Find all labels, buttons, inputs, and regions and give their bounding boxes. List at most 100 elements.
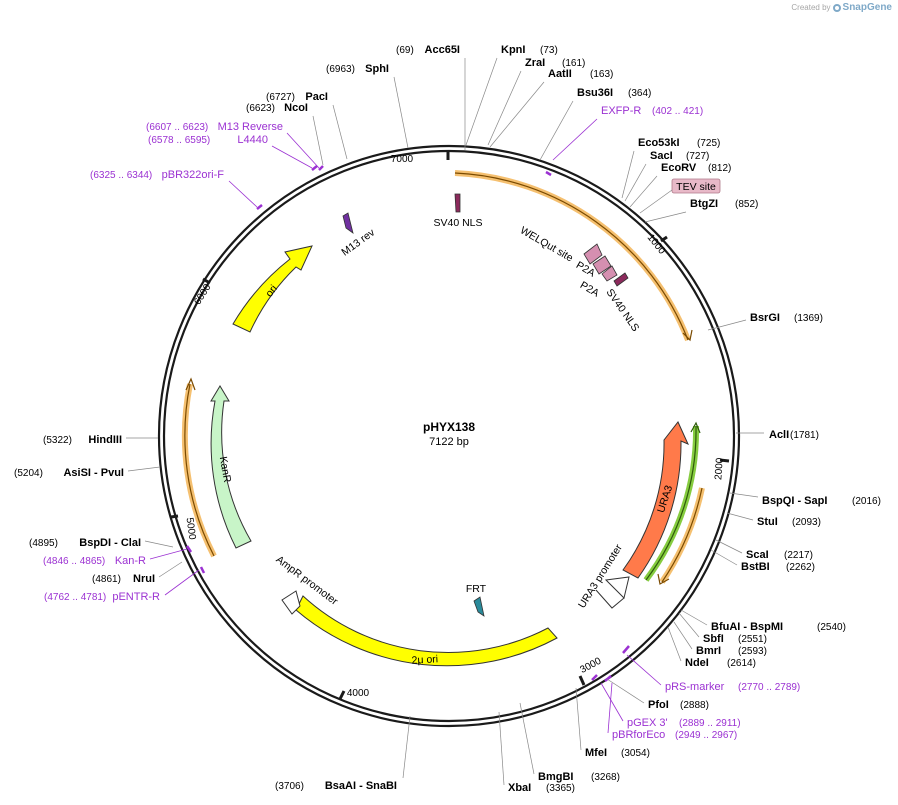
- site-position: (2888): [680, 700, 709, 711]
- primer-leader-line: [228, 180, 258, 208]
- site-name: SphI: [365, 63, 389, 75]
- tick-mark-2000: [719, 458, 730, 463]
- site-leader-line: [519, 702, 535, 775]
- primer-prs-marker: pRS-marker(2770 .. 2789): [626, 654, 800, 693]
- site-name: ZraI: [525, 57, 545, 69]
- primer-pbr322ori-f: pBR322ori-F(6325 .. 6344): [90, 169, 258, 208]
- primer-leader-line: [149, 548, 188, 560]
- site-position: (2217): [784, 550, 813, 561]
- site-ncoi: NcoI(6623): [246, 102, 324, 166]
- site-name: ScaI: [746, 549, 769, 561]
- primer-name: pGEX 3': [627, 717, 668, 729]
- site-zrai: ZraI(161): [487, 57, 585, 146]
- tick-label-4000: 4000: [347, 688, 370, 699]
- orf-arc-top-arrowhead: [682, 329, 693, 342]
- site-position: (69): [396, 45, 414, 56]
- ura3-promoter-feature: [595, 576, 630, 609]
- site-hindiii: HindIII(5322): [43, 434, 158, 446]
- site-position: (73): [540, 45, 558, 56]
- site-name: BmgBI: [538, 771, 573, 783]
- tick-mark-4000: [338, 690, 346, 700]
- welqut-site-label: WELQut site: [518, 224, 575, 264]
- site-sphi: SphI (6963): [326, 63, 409, 149]
- orf-arc-right-arrowhead: [657, 573, 670, 585]
- site-position: (2093): [792, 517, 821, 528]
- snapgene-credit: Created by SnapGene: [791, 2, 892, 13]
- site-position: (2593): [738, 646, 767, 657]
- site-scai: ScaI (2217): [715, 539, 813, 561]
- primer-range: (6325 .. 6344): [90, 170, 152, 181]
- site-stui: StuI(2093): [726, 512, 821, 528]
- site-leader-line: [726, 512, 754, 521]
- p2a-label-2: P2A: [578, 279, 601, 299]
- primer-leader-line: [607, 682, 613, 734]
- ori-feature: [232, 245, 313, 333]
- site-leader-line: [678, 612, 700, 638]
- site-btgzi: BtgZI(852): [644, 198, 758, 223]
- primer-leader-line: [600, 682, 624, 722]
- site-name: BspQI - SapI: [762, 495, 827, 507]
- site-acc65i: Acc65I(69): [396, 44, 466, 150]
- site-leader-line: [393, 76, 409, 149]
- two-micron-ori-feature: [295, 595, 558, 667]
- sv40-nls-top-label: SV40 NLS: [433, 217, 482, 229]
- site-leader-line: [402, 715, 411, 779]
- primer-leader-line: [626, 654, 662, 686]
- site-position: (2262): [786, 562, 815, 573]
- site-leader-line: [487, 70, 522, 146]
- site-leader-line: [332, 104, 348, 160]
- m13-rev-feature: [342, 212, 354, 234]
- site-name: PfoI: [648, 699, 669, 711]
- primer-name: pBRforEco: [612, 729, 665, 741]
- site-name: NruI: [133, 573, 155, 585]
- site-leader-line: [667, 626, 682, 662]
- site-position: (5322): [43, 435, 72, 446]
- site-name: BsrGI: [750, 312, 780, 324]
- m13-rev-label: M13 rev: [339, 226, 377, 258]
- site-leader-line: [158, 561, 183, 578]
- site-leader-line: [680, 609, 708, 626]
- site-name: SbfI: [703, 633, 724, 645]
- site-position: (4861): [92, 574, 121, 585]
- site-leader-line: [539, 100, 574, 161]
- site-position: (6623): [246, 103, 275, 114]
- site-position: (1781): [790, 430, 819, 441]
- site-leader-line: [673, 621, 693, 650]
- primer-marks: [185, 165, 630, 682]
- site-name: BstBI: [741, 561, 770, 573]
- orf-arc-left-arrowhead: [185, 377, 196, 391]
- site-leader-line: [710, 549, 738, 566]
- site-name: AsiSI - PvuI: [63, 467, 124, 479]
- primer-leader-line: [271, 145, 313, 169]
- site-ecorv: EcoRV(812): [629, 162, 731, 208]
- primer-leader-line: [164, 569, 200, 596]
- backbone-outer: [157, 144, 741, 728]
- site-position: (163): [590, 69, 613, 80]
- site-asisi-pvui: AsiSI - PvuI (5204): [14, 466, 161, 479]
- site-bsrgi: BsrGI(1369): [707, 312, 823, 331]
- green-orf-arrowhead: [690, 421, 701, 434]
- site-position: (6727): [266, 92, 295, 103]
- primer-leader-line: [552, 118, 598, 161]
- site-name: KpnI: [501, 44, 525, 56]
- site-leader-line: [312, 115, 324, 166]
- site-leader-line: [498, 711, 505, 786]
- site-position: (3268): [591, 772, 620, 783]
- orf-arc-right-line: [661, 487, 703, 583]
- site-paci: PacI (6727): [266, 91, 348, 160]
- site-leader-line: [629, 175, 658, 208]
- site-position: (852): [735, 199, 758, 210]
- primer-pentr-r: pENTR-R(4762 .. 4781): [44, 569, 200, 603]
- tick-label-1000: 1000: [645, 232, 668, 257]
- site-position: (2551): [738, 634, 767, 645]
- site-position: (6963): [326, 64, 355, 75]
- tick-mark-3000: [578, 675, 586, 686]
- site-name: PacI: [305, 91, 328, 103]
- frt-label: FRT: [466, 583, 487, 595]
- site-leader-line: [707, 319, 747, 331]
- orf-arc-left-line: [184, 383, 215, 557]
- primer-kan-r: Kan-R(4846 .. 4865): [43, 548, 188, 567]
- site-name: XbaI: [508, 782, 531, 794]
- site-position: (5204): [14, 468, 43, 479]
- site-kpni: KpnI (73): [465, 44, 558, 146]
